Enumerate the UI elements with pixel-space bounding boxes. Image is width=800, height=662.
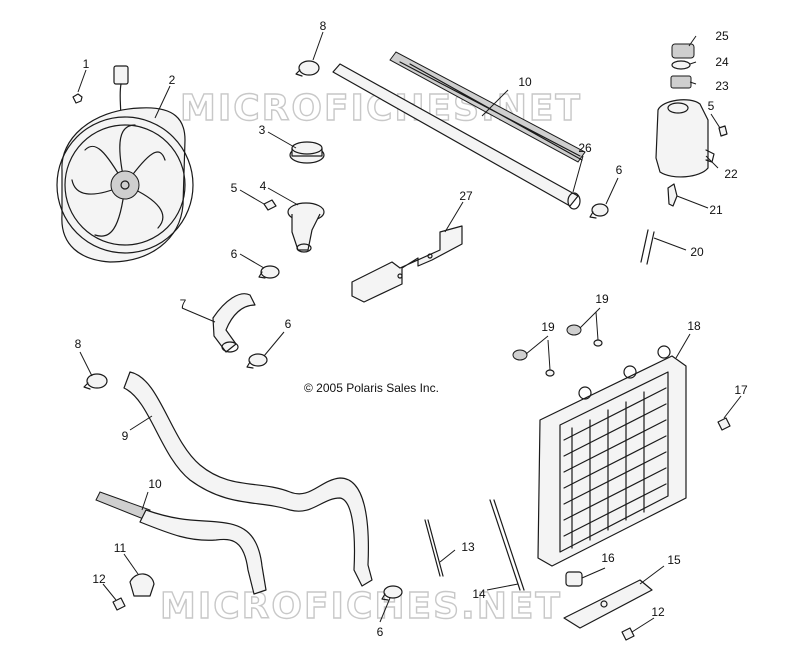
callout-20: 20 [690, 245, 704, 259]
mounting-rod-part-13 [424, 519, 444, 577]
callout-4: 4 [260, 179, 267, 193]
callout-numbers: 1 2 8 3 5 4 6 7 6 8 9 10 26 6 27 25 24 2… [75, 19, 748, 639]
reservoir-nut-part-23 [670, 75, 692, 89]
hose-clamp-part-6-c [589, 203, 609, 219]
callout-18: 18 [687, 319, 701, 333]
callout-27: 27 [459, 189, 473, 203]
callout-5-left: 5 [231, 181, 238, 195]
callout-14: 14 [472, 587, 486, 601]
callout-6-a: 6 [231, 247, 238, 261]
lower-bracket-part-15 [563, 579, 653, 629]
rubber-mount-part-16 [565, 571, 583, 587]
bolt-part-17 [717, 417, 731, 431]
callout-23: 23 [715, 79, 729, 93]
hose-fitting-part-21 [667, 183, 678, 207]
mounting-bracket-part-27 [351, 225, 463, 303]
coolant-hose-part-9 [123, 371, 373, 587]
callout-1: 1 [83, 57, 90, 71]
grommet-part-19-b [512, 349, 555, 377]
fan-wire-connector [113, 65, 129, 141]
copyright-notice: © 2005 Polaris Sales Inc. [304, 381, 439, 395]
hose-clip-part-11 [129, 573, 155, 597]
callout-5-right: 5 [708, 99, 715, 113]
callout-25: 25 [715, 29, 729, 43]
callout-3: 3 [259, 123, 266, 137]
callout-7: 7 [180, 297, 187, 311]
callout-13: 13 [461, 540, 475, 554]
callout-15: 15 [667, 553, 681, 567]
hose-clamp-part-6-d [381, 585, 403, 601]
callout-10-top: 10 [518, 75, 532, 89]
callout-26: 26 [578, 141, 592, 155]
callout-19-a: 19 [595, 292, 609, 306]
callout-8-left: 8 [75, 337, 82, 351]
bleeder-screw-part-5-right [718, 125, 728, 137]
callout-8-top: 8 [320, 19, 327, 33]
overflow-hose-part-20 [640, 229, 655, 265]
radiator-cap-part-3 [289, 141, 325, 164]
protective-sleeve-part-10-bottom [95, 491, 267, 595]
hose-clamp-part-8-left [83, 373, 108, 390]
leader-lines [77, 31, 742, 633]
radiator-part-18 [537, 345, 687, 567]
callout-6-d: 6 [377, 625, 384, 639]
callout-17: 17 [734, 383, 748, 397]
watermark-bottom: MICROFICHES.NET [160, 586, 562, 627]
callout-19-b: 19 [541, 320, 555, 334]
hose-clamp-part-6-b [246, 353, 268, 369]
screw-part-1 [72, 93, 83, 104]
coolant-reservoir-part-22 [655, 99, 715, 178]
callout-11: 11 [114, 541, 127, 555]
bleeder-screw-part-5-left [263, 199, 277, 211]
bolt-part-12-left [112, 597, 126, 611]
callout-22: 22 [724, 167, 738, 181]
bolt-part-12-right [621, 627, 635, 641]
mounting-rod-part-14 [489, 499, 525, 591]
callout-9: 9 [122, 429, 129, 443]
short-hose-part-7 [212, 293, 256, 353]
seal-washer-part-24 [671, 60, 691, 70]
callout-16: 16 [601, 551, 615, 565]
callout-6-c: 6 [616, 163, 623, 177]
reservoir-cap-part-25 [671, 43, 695, 59]
callout-6-b: 6 [285, 317, 292, 331]
callout-10-bottom: 10 [148, 477, 162, 491]
coolant-tube-part-26 [332, 63, 581, 210]
cooling-fan-part-2 [56, 107, 194, 263]
filler-neck-part-4 [287, 202, 325, 253]
callout-21: 21 [709, 203, 723, 217]
hose-clamp-part-8-top [295, 60, 320, 77]
grommet-part-19-a [566, 324, 603, 347]
callout-12-left: 12 [92, 572, 106, 586]
callout-12-right: 12 [651, 605, 665, 619]
protective-sleeve-part-10-top [389, 51, 586, 163]
callout-2: 2 [169, 73, 176, 87]
callout-24: 24 [715, 55, 729, 69]
hose-clamp-part-6-a [258, 265, 280, 279]
